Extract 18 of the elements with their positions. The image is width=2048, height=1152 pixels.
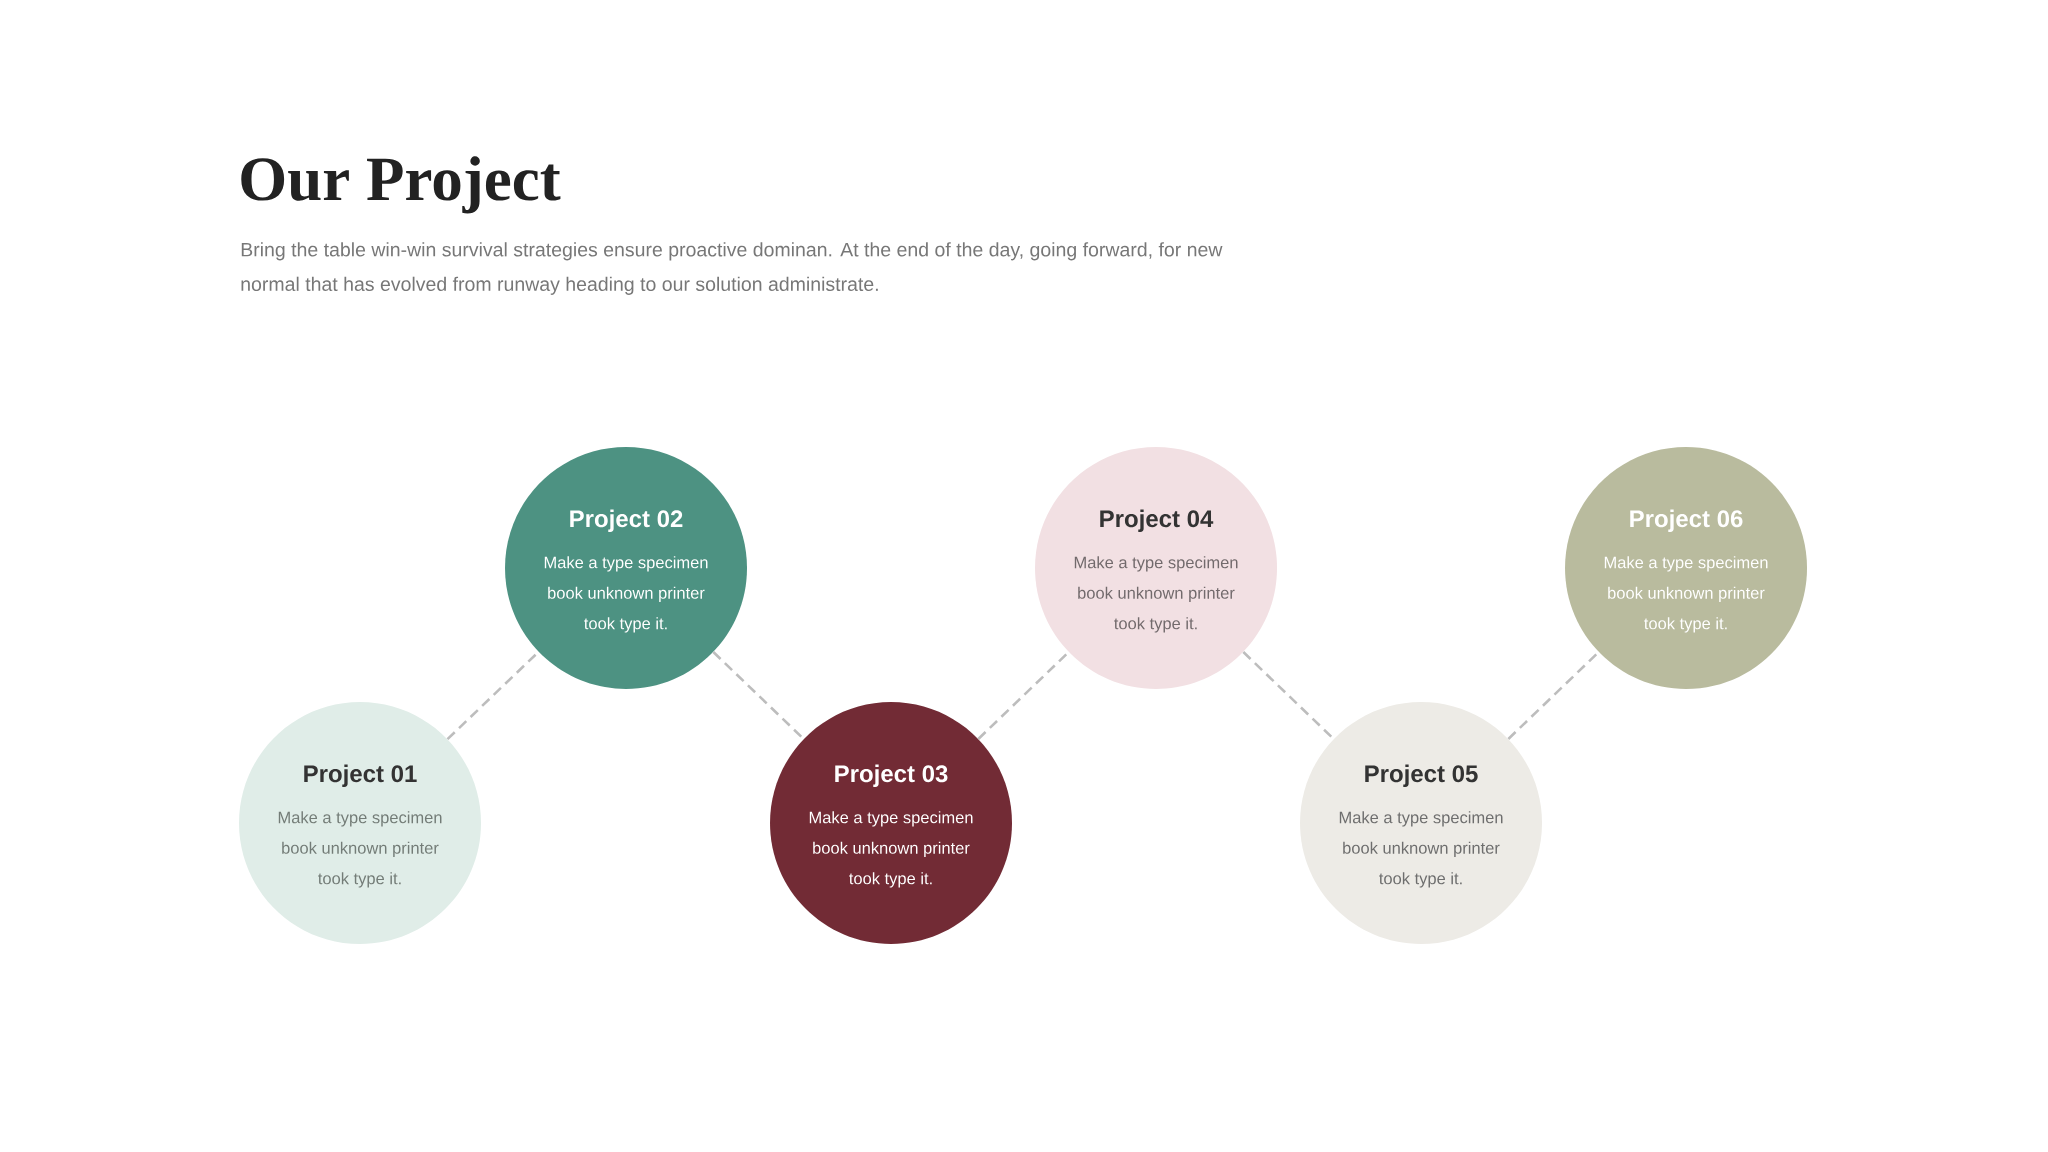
circle-text: Make a type specimen book unknown printer took type it. [278,811,442,888]
dashed-connector [1507,651,1600,740]
circle-text: Make a type specimen book unknown printer took type it. [809,811,973,888]
circle-text: Make a type specimen book unknown printer took type it. [1339,811,1503,888]
intro-paragraph: Bring the table win-win survival strategies ensure proactive dominan. At the end of the day, going forward, for new normal that has evolved from runway heading to our solution administrate. [241,242,1223,295]
circle-heading: Project 01 [304,764,417,787]
circle-heading: Project 02 [570,509,683,532]
title: Our Project [241,156,561,214]
circle-heading: Project 03 [835,764,948,787]
circle-text: Make a type specimen book unknown printer took type it. [1074,556,1238,633]
circle-heading: Project 04 [1100,509,1214,532]
dashed-connector [712,651,805,740]
dashed-connector [1242,651,1335,740]
dashed-connector [977,651,1070,740]
circle-text: Make a type specimen book unknown printer took type it. [544,556,708,633]
circle-text: Make a type specimen book unknown printer took type it. [1604,556,1768,633]
circle-heading: Project 06 [1630,509,1743,532]
circle-heading: Project 05 [1365,764,1478,787]
